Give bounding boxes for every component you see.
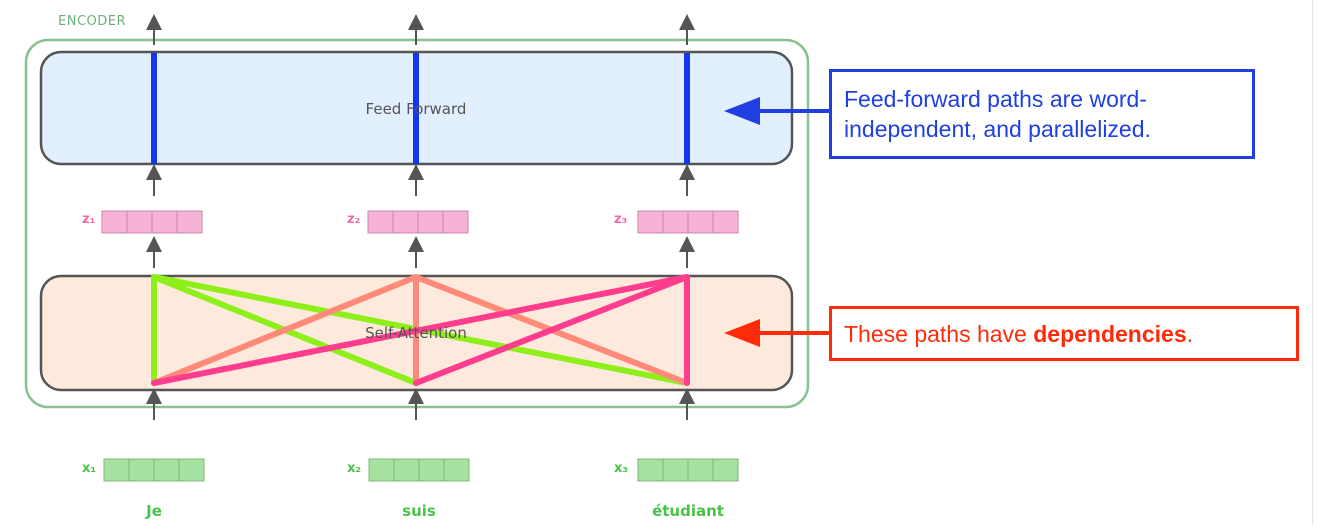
x-vector-1 [103,458,205,482]
dependency-note-suffix: . [1186,321,1194,347]
red-callout-arrow [724,319,829,347]
word-je: Je [146,502,162,520]
z-vector-3 [637,210,739,234]
word-etudiant: étudiant [652,502,724,520]
dependency-note: These paths have dependencies. [829,306,1299,361]
feed-forward-label: Feed Forward [365,100,467,118]
x3-label: x₃ [614,461,629,476]
x-vector-3 [637,458,739,482]
z-vector-1 [101,210,203,234]
attention-paths-etudiant [151,274,690,386]
self-attention-label: Self-Attention [365,324,467,342]
z3-label: z₃ [614,212,628,227]
feed-forward-note: Feed-forward paths are word-independent,… [829,69,1255,159]
word-suis: suis [402,502,436,520]
z1-label: z₁ [82,212,96,227]
x1-label: x₁ [82,461,97,476]
x-vector-2 [368,458,470,482]
dependency-note-prefix: These paths have [844,321,1034,347]
x2-label: x₂ [347,461,362,476]
z-vector-2 [367,210,469,234]
encoder-label: ENCODER [58,14,127,29]
z2-label: z₂ [347,212,361,227]
dependency-note-bold: dependencies [1033,321,1187,347]
blue-callout-arrow [724,97,829,125]
right-divider [1312,0,1313,525]
